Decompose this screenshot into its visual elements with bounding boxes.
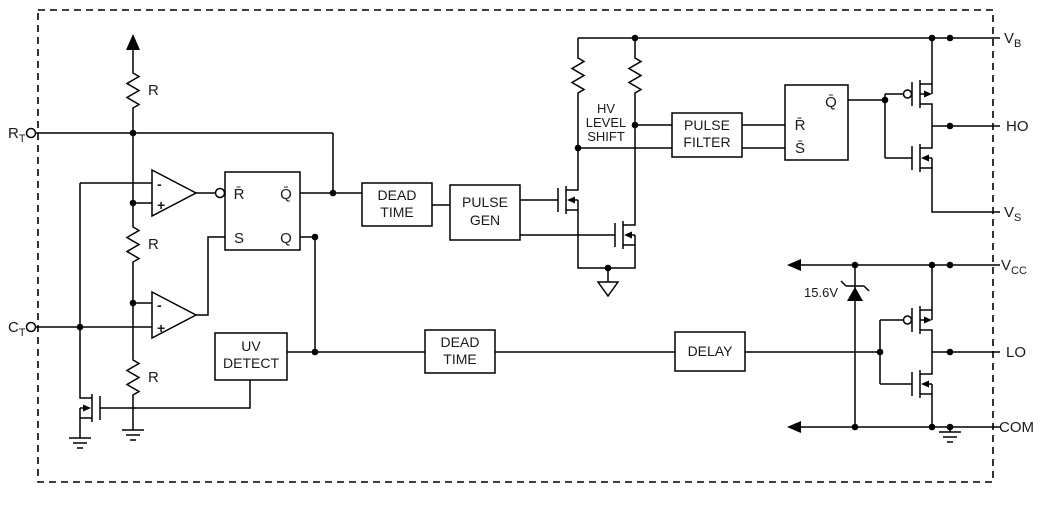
flip-flop-1-box bbox=[224, 171, 301, 251]
ho-driver-pmos bbox=[895, 67, 933, 121]
ground-icon-discharge bbox=[68, 437, 92, 449]
uv-detect-label-1: UV bbox=[241, 338, 261, 354]
level-shift-mosfet-1 bbox=[541, 173, 579, 227]
ff1-r-label: R̄ bbox=[234, 186, 245, 203]
zener-voltage-label: 15.6V bbox=[804, 285, 838, 300]
resistor-r2 bbox=[125, 224, 141, 265]
hv-level-shift-label-2: LEVEL bbox=[586, 115, 626, 130]
ff1-s-label: S bbox=[234, 230, 244, 247]
ff2-qbar-label: Q̄ bbox=[825, 94, 837, 111]
ct-pin-circle bbox=[25, 321, 37, 333]
comparator-2 bbox=[151, 290, 198, 340]
comparator-1 bbox=[151, 168, 198, 218]
pin-label-vb: VB bbox=[1004, 30, 1021, 50]
ff1-reset-bubble-icon bbox=[214, 187, 226, 199]
lo-driver-nmos bbox=[895, 357, 933, 411]
junction-dots bbox=[76, 34, 954, 431]
pin-label-rt: RT bbox=[8, 125, 26, 145]
pulse-filter-label-2: FILTER bbox=[683, 134, 730, 150]
delay-box bbox=[674, 331, 746, 372]
hv-level-shift-label-1: HV bbox=[597, 101, 615, 116]
pulse-gen-label-2: GEN bbox=[470, 212, 500, 228]
ho-driver-nmos bbox=[895, 131, 933, 185]
resistor-r1-label: R bbox=[148, 82, 159, 99]
ground-triangle-icon bbox=[596, 281, 620, 298]
rt-pin-circle bbox=[25, 127, 37, 139]
ff2-r-label: R̄ bbox=[795, 117, 806, 134]
dead-time-top-box bbox=[361, 182, 433, 227]
pin-label-ct: CT bbox=[8, 319, 26, 339]
flip-flop-2-box bbox=[784, 84, 849, 161]
pulse-gen-label-1: PULSE bbox=[462, 194, 508, 210]
resistor-level-shift-1 bbox=[570, 55, 586, 96]
uv-detect-box bbox=[214, 332, 288, 381]
lo-driver-pmos bbox=[895, 293, 933, 347]
dead-time-bottom-box bbox=[424, 329, 496, 374]
comp2-minus-label: - bbox=[157, 297, 162, 313]
supply-arrow-icon bbox=[126, 34, 140, 50]
wires bbox=[25, 34, 1000, 449]
ff1-q-label: Q bbox=[280, 230, 292, 247]
resistor-r3-label: R bbox=[148, 369, 159, 386]
resistor-r2-label: R bbox=[148, 236, 159, 253]
pin-label-vcc: VCC bbox=[1001, 257, 1027, 277]
comp1-plus-label: + bbox=[157, 197, 165, 213]
resistor-r3 bbox=[125, 357, 141, 398]
dead-time-bottom-label-2: TIME bbox=[443, 351, 476, 367]
zener-diode-icon bbox=[847, 287, 863, 301]
ff1-qbar-label: Q̄ bbox=[280, 186, 292, 203]
level-shift-mosfet-2 bbox=[598, 208, 636, 262]
delay-label: DELAY bbox=[688, 343, 734, 359]
comp2-plus-label: + bbox=[157, 320, 165, 336]
labels: RT CT VB HO VS VCC LO COM R R R - + - + … bbox=[8, 30, 1034, 436]
vcc-arrow-icon bbox=[787, 259, 801, 271]
resistor-level-shift-2 bbox=[627, 55, 643, 96]
ff2-s-label: S̄ bbox=[795, 140, 805, 157]
comp1-minus-label: - bbox=[157, 176, 162, 192]
pin-label-lo: LO bbox=[1006, 344, 1026, 361]
pulse-filter-box bbox=[671, 112, 743, 158]
ct-discharge-mosfet bbox=[79, 381, 117, 435]
ic-boundary bbox=[37, 9, 994, 483]
ground-icon-com bbox=[938, 431, 962, 443]
dead-time-top-label-2: TIME bbox=[380, 204, 413, 220]
uv-detect-label-2: DETECT bbox=[223, 355, 279, 371]
dead-time-top-label-1: DEAD bbox=[378, 187, 417, 203]
function-blocks bbox=[214, 84, 849, 381]
com-arrow-icon bbox=[787, 421, 801, 433]
pin-label-com: COM bbox=[999, 419, 1034, 436]
pin-label-vs: VS bbox=[1004, 204, 1021, 224]
resistor-r1 bbox=[125, 70, 141, 111]
pulse-gen-box bbox=[449, 184, 521, 241]
ground-icon-divider bbox=[121, 429, 145, 441]
dead-time-bottom-label-1: DEAD bbox=[441, 334, 480, 350]
pin-label-ho: HO bbox=[1006, 118, 1029, 135]
hv-level-shift-label-3: SHIFT bbox=[587, 129, 625, 144]
pulse-filter-label-1: PULSE bbox=[684, 117, 730, 133]
